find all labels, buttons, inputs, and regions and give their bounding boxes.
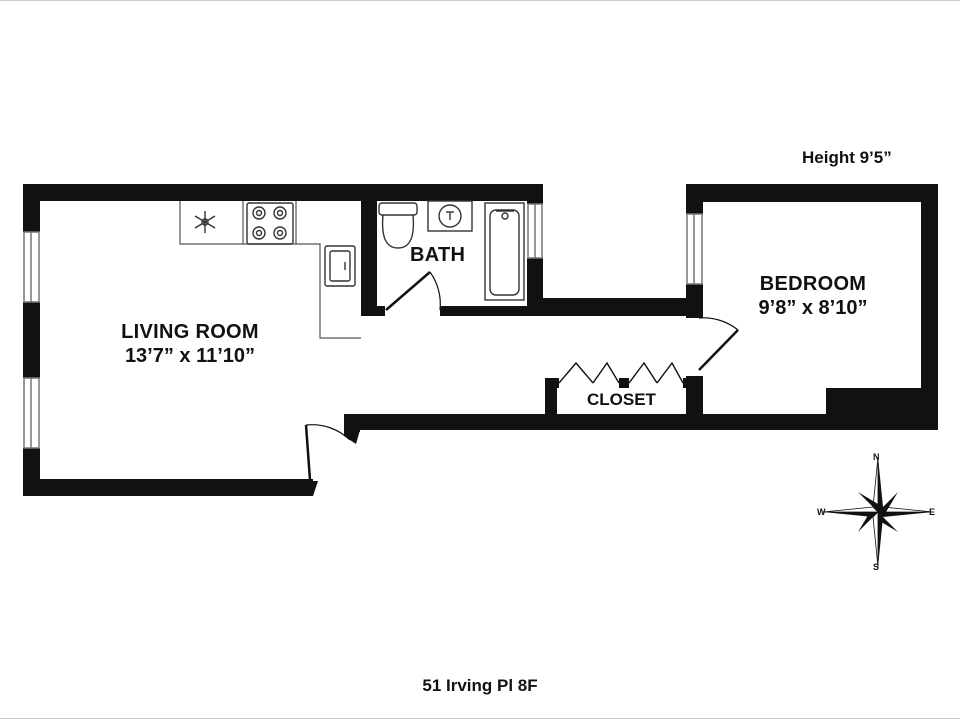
bedroom-door-icon [698,317,739,371]
compass-north: N [873,452,880,462]
bedroom-name: BEDROOM [759,273,867,295]
walls [23,184,938,496]
closet-doors-icon [558,361,684,384]
kitchen-sink-icon [324,245,356,287]
bath-door-icon [385,271,441,311]
closet-label: CLOSET [587,390,656,409]
bedroom-dims: 9’8” x 8’10” [758,297,868,319]
doors [304,271,739,481]
living-room-dims: 13’7” x 11’10” [124,345,256,367]
stove-icon [246,202,294,245]
living-room-label: LIVING ROOM 13’7” x 11’10” [100,320,280,368]
kitchen-fixtures [179,201,361,339]
fridge-icon [194,211,216,233]
bathtub-icon [484,202,525,301]
compass-rose-icon [822,456,934,568]
bath-label: BATH [410,244,466,266]
bath-fixtures [378,200,525,301]
compass-south: S [873,562,880,572]
address-label: 51 Irving Pl 8F [422,676,538,695]
entry-door-icon [304,424,351,481]
windows [23,203,703,449]
bedroom-label: BEDROOM 9’8” x 8’10” [738,272,888,320]
ceiling-height-label: Height 9’5” [802,148,892,167]
toilet-icon [378,202,418,249]
living-room-name: LIVING ROOM [121,321,259,343]
compass-west: W [817,507,826,517]
compass-east: E [929,507,936,517]
bathroom-sink-icon [427,200,473,232]
